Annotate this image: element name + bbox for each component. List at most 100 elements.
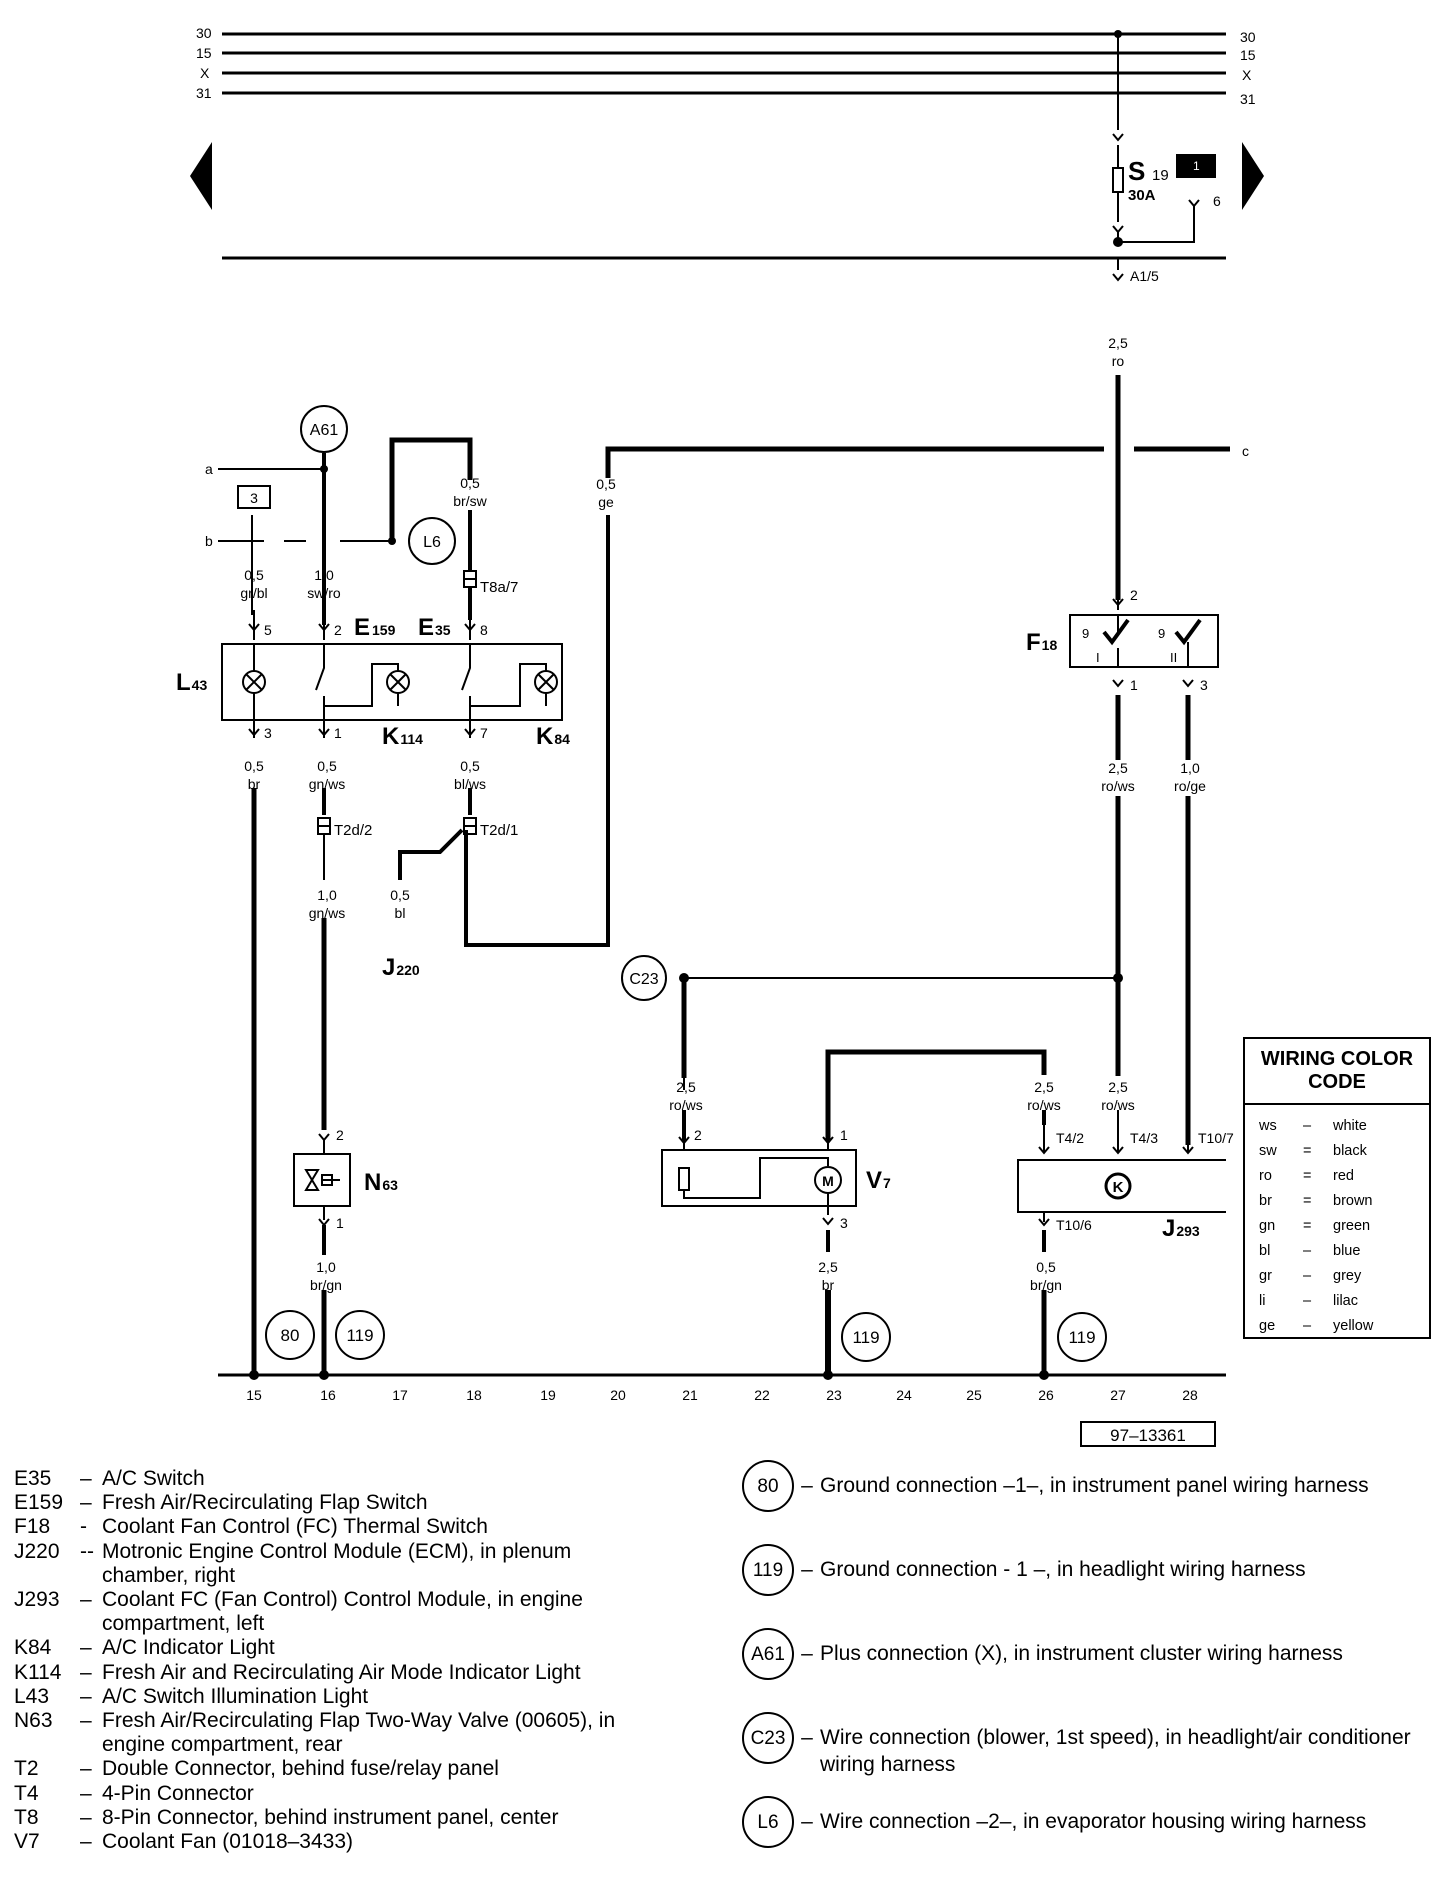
color-code-row: li–lilac [1259,1292,1358,1309]
pin-e35-top: 8 [480,622,488,638]
pin-f18-pos-l: 9 [1082,626,1089,641]
legend-item: K84–A/C Indicator Light [14,1636,275,1660]
edge-label-b: b [205,533,213,549]
wire-track-27 [1112,258,1124,610]
legend-item: L43–A/C Switch Illumination Light [14,1684,369,1708]
wire-fuse-color: ro [1112,353,1125,369]
wire-gnws16b-color: gn/ws [309,905,346,921]
svg-text:16: 16 [320,1387,336,1403]
bus-label-left-30: 30 [196,25,212,41]
fuse-terminal: 6 [1213,193,1221,209]
wire-br15-size: 0,5 [244,758,264,774]
pin-v7-c: 3 [840,1215,848,1231]
wire-ge-size: 0,5 [596,476,616,492]
module-symbol: K [1113,1179,1124,1196]
svg-text:27: 27 [1110,1387,1126,1403]
wire-brgn16-color: br/gn [310,1277,342,1293]
connector-t2d1: T2d/1 [480,822,518,839]
pin-e159-top: 2 [334,622,342,638]
connector-t2d2: T2d/2 [334,822,372,839]
bus-label-right-x: X [1242,67,1252,83]
legend-item: V7–Coolant Fan (01018–3433) [14,1830,354,1854]
node-ground-119b [841,1312,891,1362]
fuse-letter: S [1128,156,1145,186]
color-code-row: gn=green [1259,1217,1371,1234]
node-119b-label: 119 [852,1328,879,1347]
wire-swro-color: sw/ro [307,585,341,601]
fuse-s19: S 19 30A 1 6 [1112,30,1221,247]
node-l6 [408,517,456,565]
bus-label-left-15: 15 [196,45,212,61]
note-item: 119–Ground connection - 1 –, in headligh… [742,1544,1422,1596]
edge-label-a: a [205,461,213,477]
track-numbers: 15 16 17 18 19 20 21 22 23 24 25 26 27 2… [246,1387,1198,1403]
color-code-row: br=brown [1259,1192,1373,1209]
wire-brsw-color: br/sw [453,493,487,509]
node-ground-119c [1057,1312,1107,1362]
pin-f18-bot1: 1 [1130,677,1138,693]
wire-brgn26-size: 0,5 [1036,1259,1056,1275]
wire-ge-color: ge [598,494,614,510]
next-page-arrow[interactable] [1242,142,1264,210]
svg-text:17: 17 [392,1387,408,1403]
svg-text:15: 15 [246,1387,262,1403]
svg-text:19: 19 [540,1387,556,1403]
wire-brsw-size: 0,5 [460,475,480,491]
wire-rows21-color: ro/ws [669,1097,702,1113]
wire-bl-size: 0,5 [390,887,410,903]
bus-label-right-31: 31 [1240,91,1256,107]
svg-text:25: 25 [966,1387,982,1403]
note-item: A61–Plus connection (X), in instrument c… [742,1628,1422,1680]
legend-item: N63–Fresh Air/Recirculating Flap Two-Way… [14,1709,616,1757]
pin-n63-top: 2 [336,1127,344,1143]
connector-t2d: T2d/2 T2d/1 [317,817,518,839]
pin-f18-II: II [1170,650,1177,665]
switch-panel [221,610,563,738]
wire-bl-color: bl [395,905,406,921]
wire-grbl-color: gr/bl [240,585,267,601]
wire-gnws16b-size: 1,0 [317,887,337,903]
node-a61 [300,405,348,453]
bus-label-right-30: 30 [1240,29,1256,45]
svg-text:23: 23 [826,1387,842,1403]
node-c23 [621,955,667,1001]
wire-gnws16-size: 0,5 [317,758,337,774]
legend-item: J220--Motronic Engine Control Module (EC… [14,1539,572,1587]
node-a61-label: A61 [310,422,339,439]
color-code-row: bl–blue [1259,1242,1361,1259]
wire-rows21-size: 2,5 [676,1079,696,1095]
color-code-title: WIRING COLOR CODE [1245,1039,1429,1105]
svg-text:21: 21 [682,1387,698,1403]
wire-ge [464,446,1230,947]
pin-e159-bot: 1 [334,725,342,741]
pin-e35-bot: 7 [480,725,488,741]
wire-rows27b-color: ro/ws [1101,1097,1134,1113]
node-ground-119a [335,1310,385,1360]
connector-t8a7: T8a/7 [463,570,518,620]
pin-f18-I: I [1096,650,1100,665]
wire-br15-color: br [248,776,261,792]
fuse-rating: 30A [1128,187,1156,204]
left-inputs [218,437,473,625]
pin-v7-a: 2 [694,1127,702,1143]
node-c23-label: C23 [629,971,658,988]
svg-text:T8a/7: T8a/7 [480,579,518,596]
wiring-color-code-table: WIRING COLOR CODE ws–white sw=black ro=r… [1243,1037,1431,1339]
label-j220: J220 [382,954,420,981]
wire-roge28-size: 1,0 [1180,760,1200,776]
pin-v7-b: 1 [840,1127,848,1143]
prev-page-arrow[interactable] [190,142,212,210]
relay-box-3 [237,485,271,509]
fuse-box-number: 1 [1193,159,1200,173]
power-bus [222,32,1226,260]
legend-item: F18-Coolant Fan Control (FC) Thermal Swi… [14,1515,488,1539]
bus-label-left-31: 31 [196,85,212,101]
color-code-row: ws–white [1259,1117,1367,1134]
label-k114: K114 [382,723,423,750]
label-n63: N63 [364,1169,398,1196]
legend-item: K114–Fresh Air and Recirculating Air Mod… [14,1660,581,1684]
pin-n63-bot: 1 [336,1215,344,1231]
diagram-reference-number: 97–13361 [1080,1421,1216,1447]
